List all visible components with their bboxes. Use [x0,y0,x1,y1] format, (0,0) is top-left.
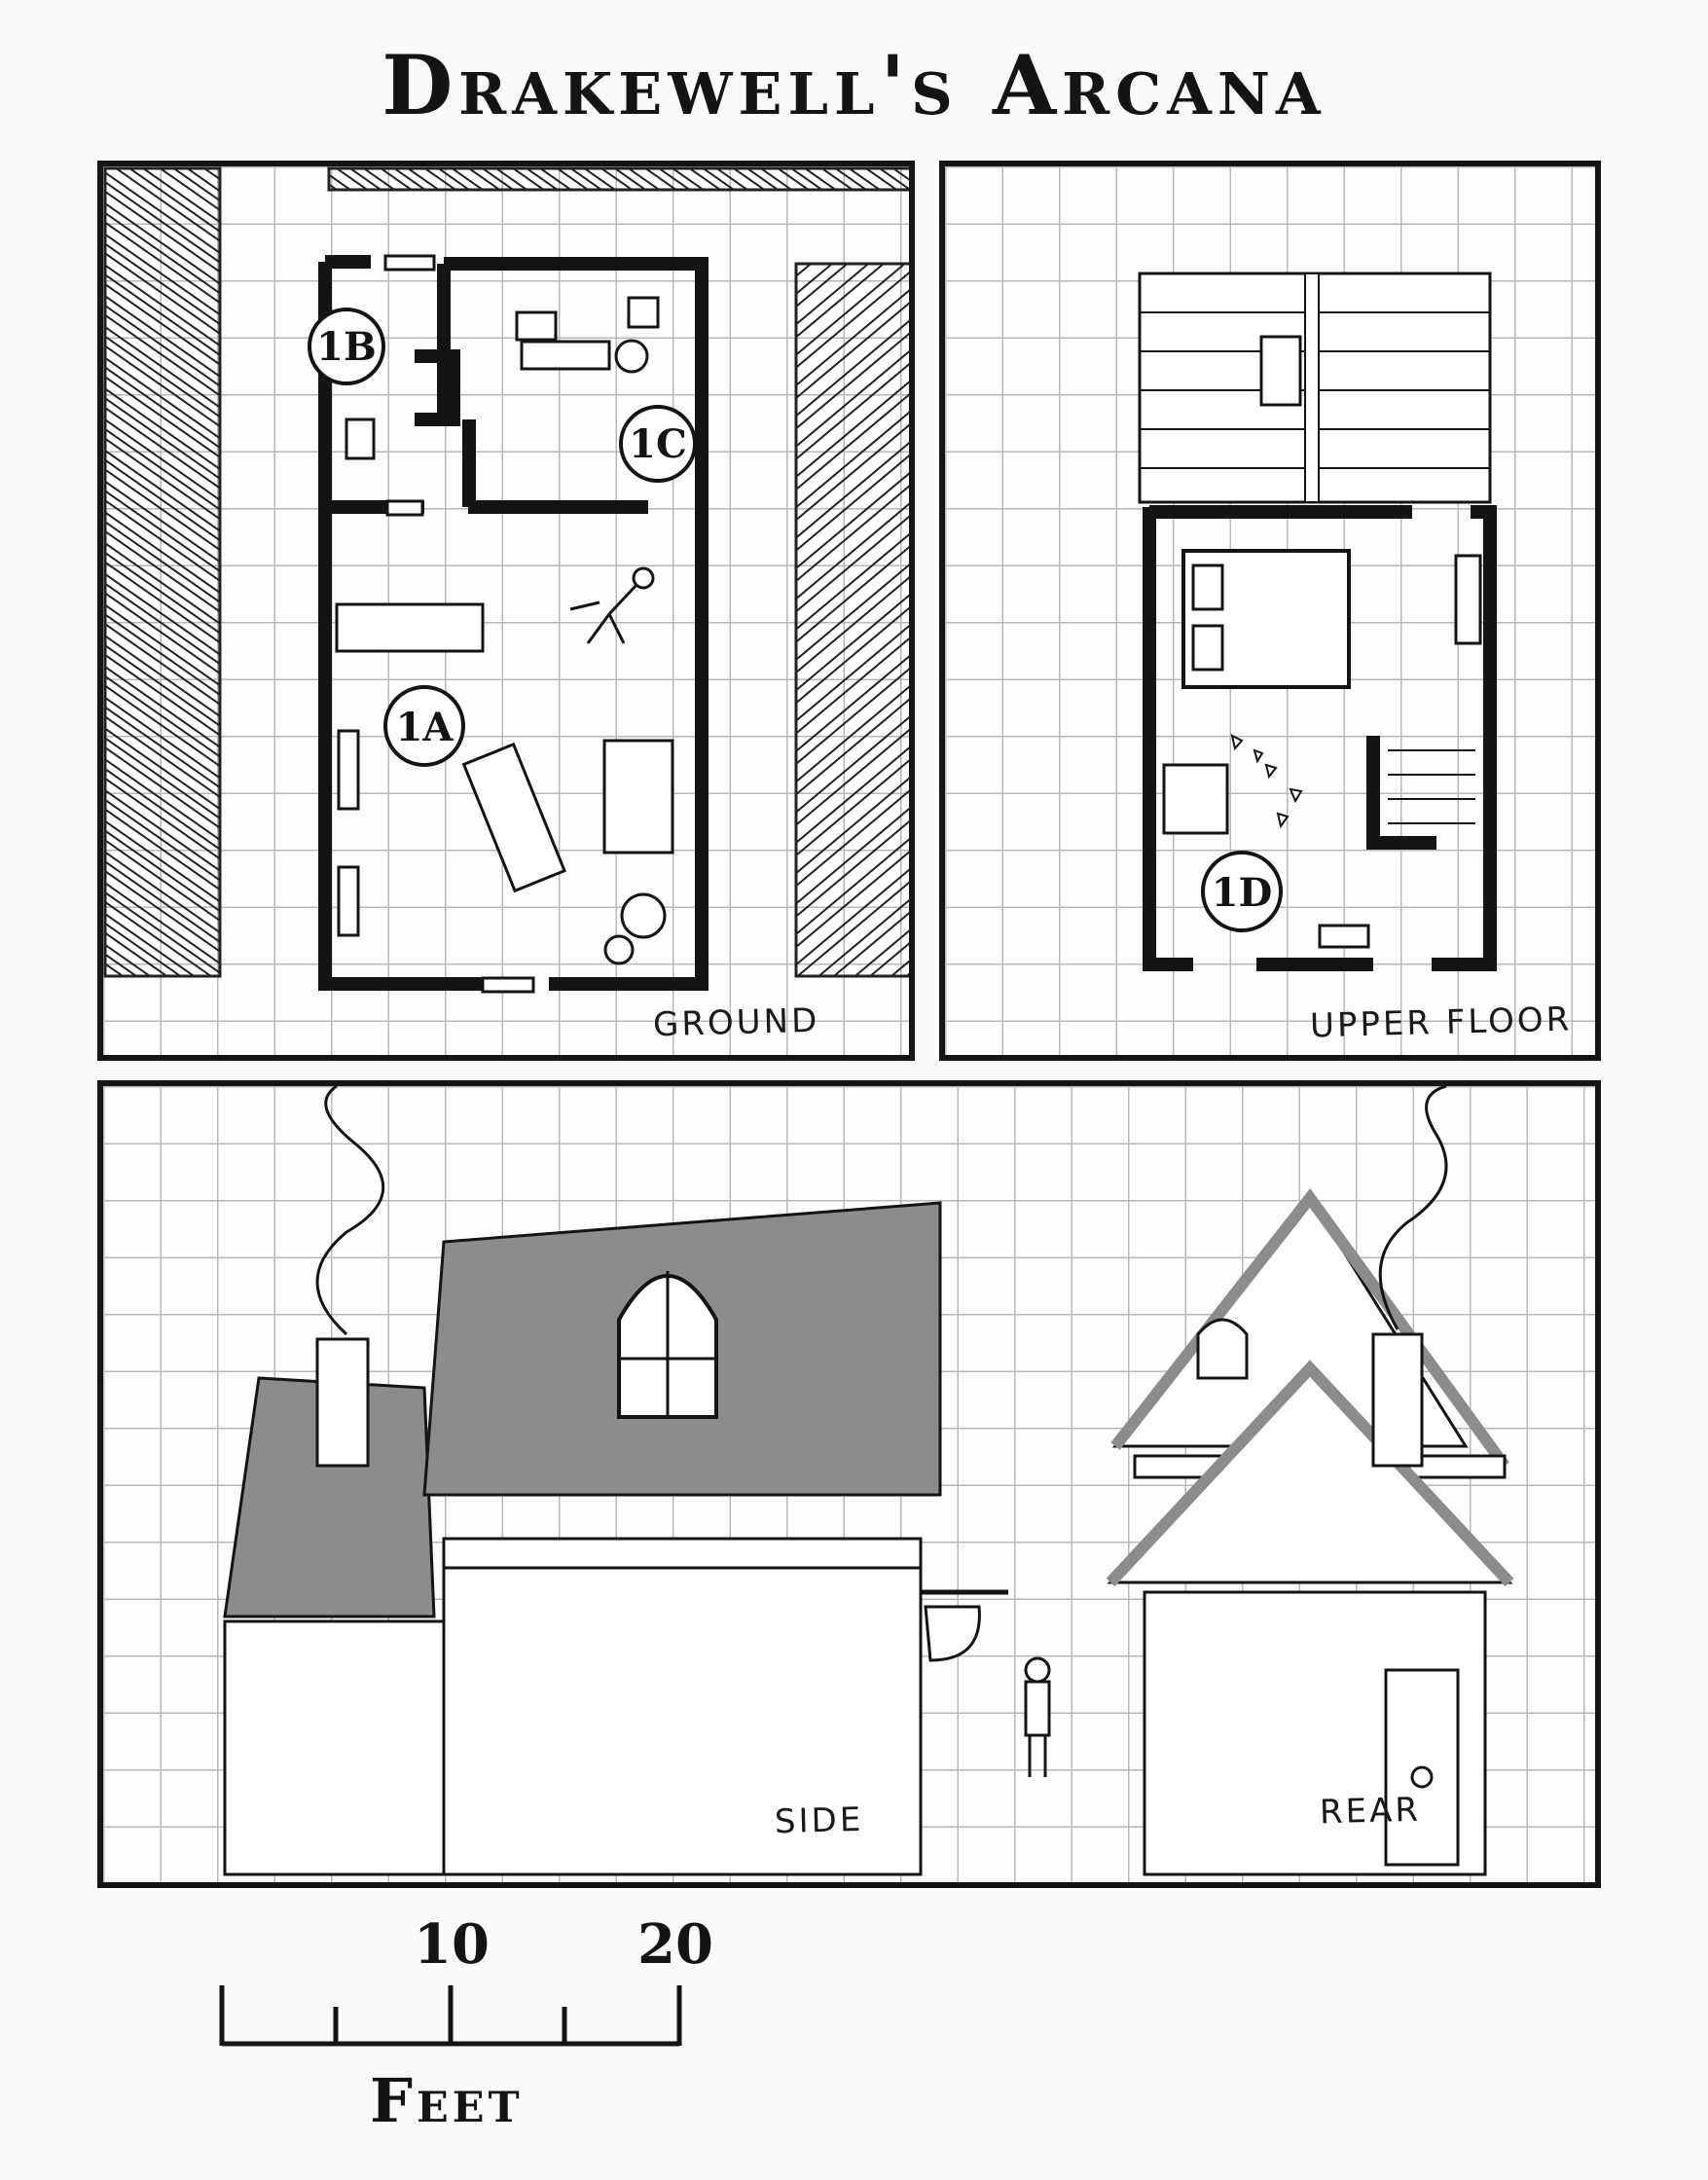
hedge-top [327,166,909,192]
person-figure [1024,1656,1051,1777]
svg-text:1A: 1A [396,705,454,750]
ground-floor-plan: 1B 1C 1A [103,166,909,994]
rear-view-label: REAR [1319,1790,1422,1833]
upper-floor-label: UPPER FLOOR [1309,999,1573,1046]
svg-text:1D: 1D [1212,870,1273,916]
upper-floor-plan: 1D [1138,272,1497,971]
shards [1230,734,1303,829]
room-marker-1d: 1D [1201,851,1283,932]
svg-text:1B: 1B [316,324,377,370]
hanging-sign [924,1605,981,1662]
map-title: Drakewell's Arcana [382,37,1326,133]
rear-window [1196,1318,1249,1380]
rear-smoke [1378,1086,1448,1330]
room-marker-1c: 1C [619,405,697,483]
upper-floor-panel: 1D UPPER FLOOR [939,161,1601,1061]
room-marker-1a: 1A [383,685,465,767]
side-annex-roof [223,1376,436,1618]
figure-sketch [569,583,638,644]
room-marker-1b: 1B [308,308,385,385]
scale-tick-10: 10 [414,1912,490,1977]
ground-furniture [335,296,674,965]
hedge-right [794,262,909,978]
side-chimney [315,1337,370,1468]
scale-tick-20: 20 [637,1912,713,1977]
elevation-panel: SIDE REAR [97,1080,1601,1888]
elevation-drawings [223,1086,1514,1876]
ground-floor-panel: 1B 1C 1A GROUND [97,161,915,1061]
side-main-wall [442,1561,923,1876]
rear-chimney [1371,1332,1424,1468]
side-smoke [315,1086,384,1336]
ground-walls [318,255,709,991]
svg-text:1C: 1C [629,421,687,467]
side-view-label: SIDE [774,1799,864,1842]
ground-floor-label: GROUND [652,1000,820,1045]
window-marks [383,254,535,994]
upper-walls [1143,505,1497,971]
hedge-left [103,166,222,978]
scale-unit-label: Feet [370,2065,524,2136]
